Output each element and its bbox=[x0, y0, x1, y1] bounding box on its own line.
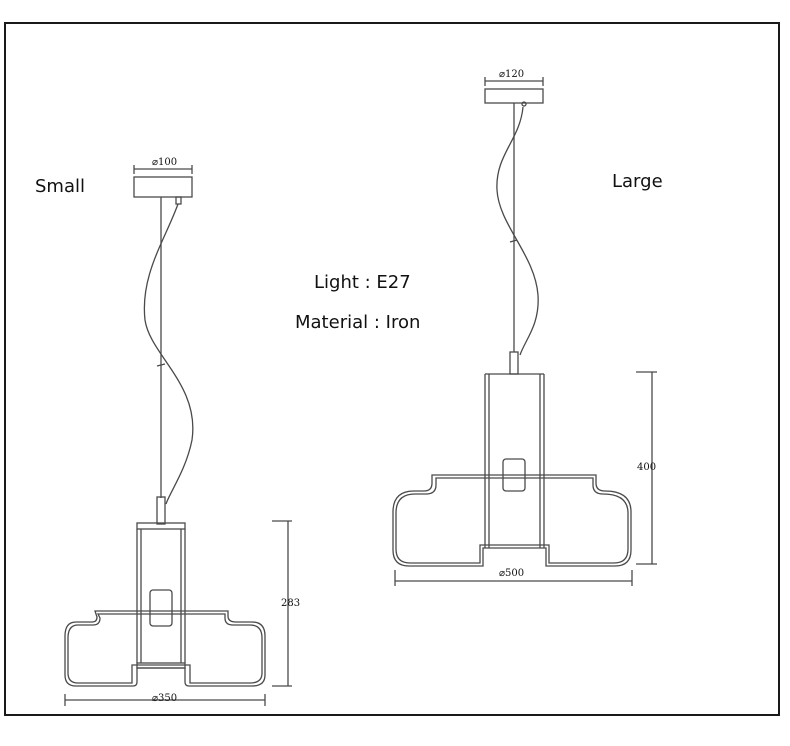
light-spec: Light : E27 bbox=[314, 272, 411, 293]
small-canopy bbox=[133, 176, 193, 198]
large-canopy-dimension: ⌀120 bbox=[499, 69, 525, 80]
drawing-frame bbox=[4, 22, 780, 716]
large-height-dimension: 400 bbox=[637, 462, 657, 473]
large-label: Large bbox=[612, 171, 663, 192]
large-lamp bbox=[392, 77, 657, 586]
small-width-dimension: ⌀350 bbox=[152, 693, 178, 704]
material-spec: Material : Iron bbox=[295, 312, 421, 333]
small-lamp bbox=[64, 165, 292, 706]
small-canopy-dimension: ⌀100 bbox=[152, 157, 178, 168]
small-socket-holder bbox=[156, 496, 166, 525]
small-height-dimension: 283 bbox=[281, 598, 301, 609]
large-cable bbox=[496, 106, 539, 356]
small-label: Small bbox=[35, 176, 85, 197]
large-width-dimension: ⌀500 bbox=[499, 568, 525, 579]
large-canopy bbox=[484, 88, 544, 104]
small-cable bbox=[143, 203, 194, 505]
small-bulb bbox=[149, 589, 173, 627]
large-shade bbox=[392, 474, 632, 567]
large-socket-holder bbox=[509, 351, 519, 375]
small-shade bbox=[64, 610, 266, 687]
